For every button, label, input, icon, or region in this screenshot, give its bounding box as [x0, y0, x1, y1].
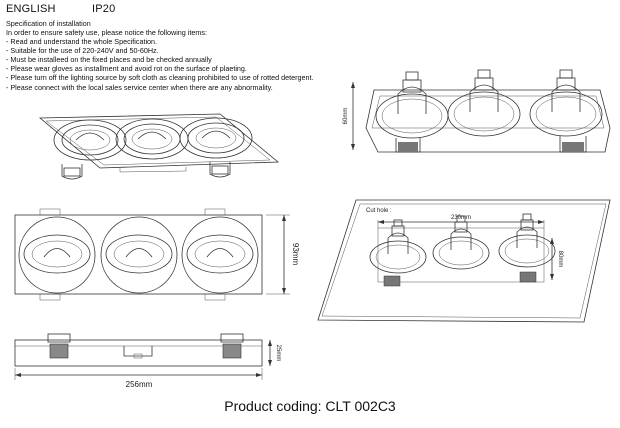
- spec-item: - Read and understand the whole Specific…: [6, 37, 158, 47]
- spec-item: In order to ensure safety use, please no…: [6, 28, 207, 37]
- side-view: 25mm 256mm: [14, 333, 281, 389]
- dim-height-side: 60mm: [343, 108, 349, 125]
- dim-height-front: 93mm: [291, 243, 300, 266]
- spec-item: - Please connect with the local sales se…: [6, 82, 273, 92]
- dim-cut-width: 230mm: [451, 215, 471, 221]
- product-coding: Product coding: CLT 002C3: [224, 398, 396, 414]
- front-view: 93mm: [14, 208, 300, 301]
- perspective-lamp-view: 60mm: [343, 69, 611, 153]
- language-label: ENGLISH: [6, 3, 56, 15]
- spec-item: - Please turn off the lighting source by…: [6, 73, 314, 83]
- spec-item: - Please wear gloves as installment and …: [6, 64, 247, 74]
- dim-width-front: 256mm: [126, 380, 153, 389]
- dim-depth-side: 25mm: [275, 345, 281, 362]
- ip-rating-label: IP20: [92, 3, 116, 15]
- spec-item: - Must be installeed on the fixed places…: [6, 55, 212, 65]
- spec-list: In order to ensure safety use, please no…: [6, 28, 314, 92]
- cut-hole-view: Cut hole : 230mm 80mm: [317, 199, 611, 323]
- dim-cut-height: 80mm: [557, 251, 563, 268]
- cut-hole-label: Cut hole :: [366, 208, 392, 214]
- perspective-top-view: [38, 113, 280, 180]
- spec-title: Specification of installation: [6, 19, 91, 28]
- spec-item: - Suitable for the use of 220-240V and 5…: [6, 46, 159, 56]
